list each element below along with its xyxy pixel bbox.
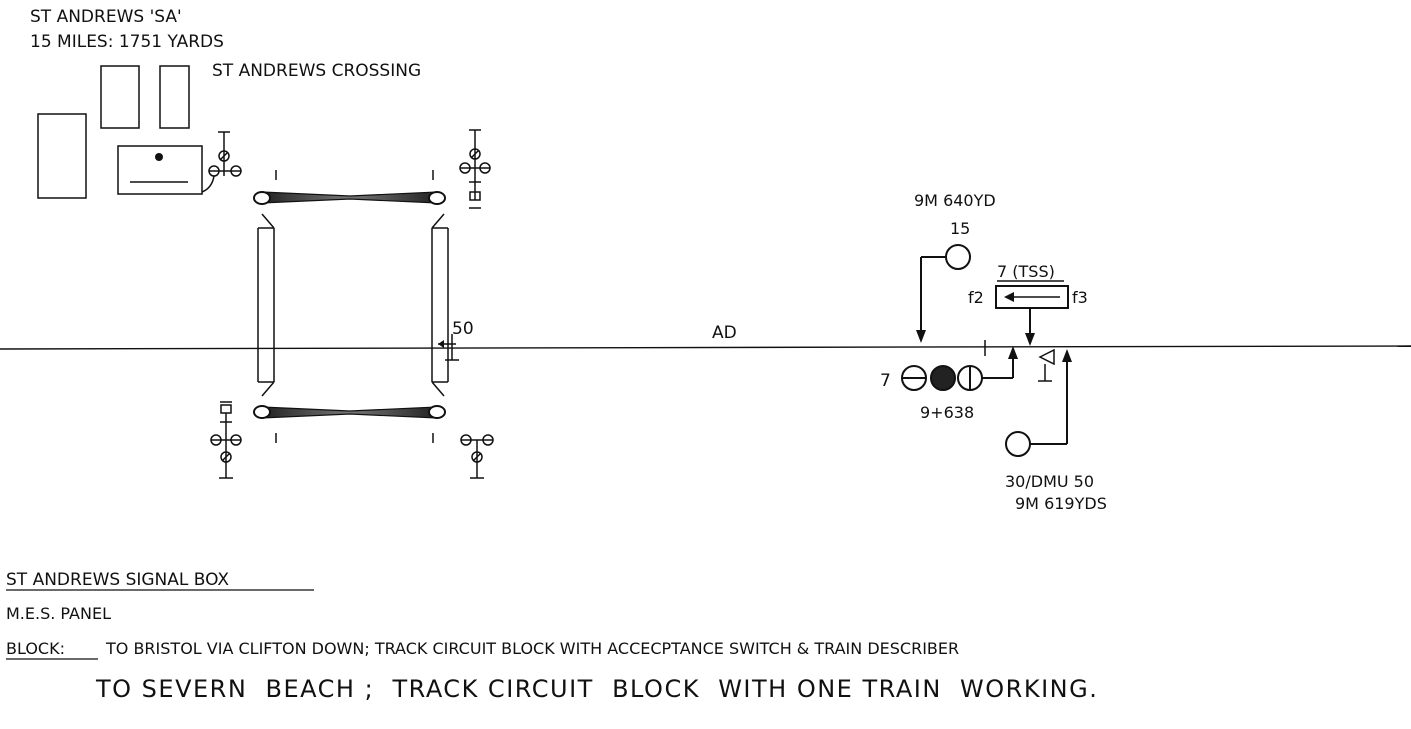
barrier-bottom [253,405,446,419]
box-leader-line [201,175,215,193]
signal-7-mileage: 9+638 [920,403,974,422]
signal-15: 9M 640YD 15 [914,191,996,343]
notes: ST ANDREWS SIGNAL BOX M.E.S. PANEL BLOCK… [6,570,1098,703]
block-prefix: BLOCK: [6,639,65,658]
speed-board: 30/DMU 50 9M 619YDS [1005,349,1107,513]
crossing-barriers [253,170,446,443]
tss-box [995,285,1069,309]
tss-drop-arrow [1025,333,1035,346]
speed-board-mileage: 9M 619YDS [1015,494,1107,513]
crossing-name: ST ANDREWS CROSSING [212,61,421,81]
lamp-post-bottom-left [210,401,242,479]
signal-15-number: 15 [950,219,970,238]
signal-15-head [945,244,971,270]
signal-7-arrow [1008,346,1018,359]
running-line [0,345,1411,350]
signal-box-mileage: 15 MILES: 1751 YARDS [30,32,224,52]
lamp-post-top-left [208,131,242,177]
signal-7: 7 9+638 [880,340,1018,422]
barrier-top [253,191,446,205]
crossing-gates [257,213,449,397]
notes-title: ST ANDREWS SIGNAL BOX [6,570,229,590]
signal-15-mileage: 9M 640YD [914,191,996,210]
building-mid [100,65,140,129]
building-left [37,113,87,199]
lamp-post-bottom-right [460,434,494,479]
ground-frame-50: 50 [438,319,474,361]
crossing-lamp-posts [208,129,494,479]
speed-board-head [1005,431,1031,457]
signal-7-head-2 [930,365,956,391]
buildings [37,65,215,199]
stop-marker [1038,348,1055,382]
tss-7: 7 (TSS) f2 f3 [968,262,1088,346]
building-right [159,65,190,129]
block-line-1: TO BRISTOL VIA CLIFTON DOWN; TRACK CIRCU… [105,639,959,658]
tss-function-right: f3 [1072,288,1088,307]
speed-restriction: 30/DMU 50 [1005,472,1094,491]
lamp-post-top-right [459,129,491,209]
box-marker-dot [155,153,163,161]
speed-board-arrow [1062,349,1072,362]
tss-direction-arrow [1004,292,1014,302]
signal-7-number: 7 [880,371,891,391]
block-line-2: TO SEVERN BEACH ; TRACK CIRCUIT BLOCK WI… [95,675,1098,703]
tss-function-left: f2 [968,288,984,307]
signal-box-building [117,145,203,195]
line-label: AD [712,323,737,343]
signal-box-name: ST ANDREWS 'SA' [30,7,182,27]
signal-15-arrow [916,330,926,343]
notes-panel: M.E.S. PANEL [6,604,111,623]
tss-label: 7 (TSS) [997,262,1055,281]
ground-frame-number: 50 [452,319,474,339]
